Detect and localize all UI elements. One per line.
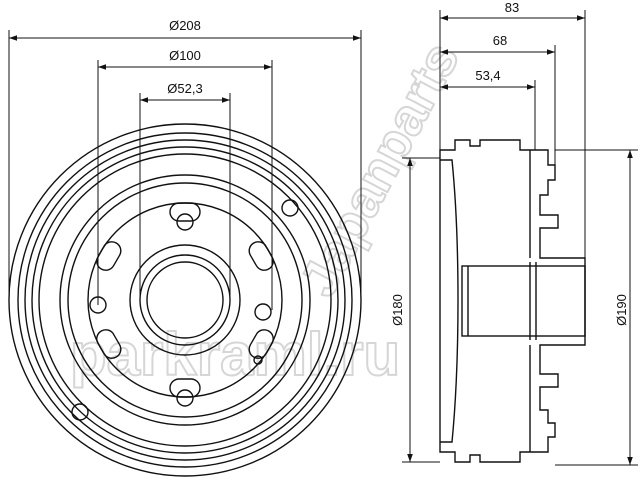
- bolt-hole: [176, 213, 194, 231]
- dim-label-bolt-circle: Ø100: [169, 48, 201, 63]
- threaded-hole-top-right: [281, 199, 299, 217]
- drum-ring-5: [38, 153, 332, 447]
- bolt-hole: [176, 389, 194, 407]
- drum-ring-4: [31, 146, 339, 454]
- bolt-hole: [253, 355, 263, 365]
- drum-side-outline: [439, 139, 586, 463]
- hub-slots: [96, 202, 274, 398]
- hub-body: [461, 265, 586, 337]
- drum-face-edge: [59, 174, 311, 426]
- watermark-site-text: parkraml.ru: [70, 321, 400, 388]
- dim-label-side-outer-diameter: Ø190: [614, 294, 629, 326]
- watermark: parkraml.ru Japanparts: [69, 32, 472, 389]
- front-view: [8, 30, 362, 477]
- dim-label-center-bore: Ø52,3: [167, 81, 202, 96]
- bolt-holes: [89, 213, 272, 407]
- bolt-hole: [254, 303, 272, 321]
- side-view: [402, 10, 638, 466]
- center-bore-flange: [129, 244, 241, 356]
- dim-label-hub-height: 68: [493, 33, 507, 48]
- center-bore-inner: [146, 261, 224, 339]
- drum-inner-wall: [440, 159, 459, 443]
- drum-ring-3: [24, 139, 346, 461]
- drum-face-inner: [67, 182, 303, 418]
- dim-label-outer-diameter: Ø208: [169, 18, 201, 33]
- threaded-hole-bottom-left: [71, 403, 89, 421]
- dim-label-overall-height: 83: [505, 0, 519, 15]
- drum-ring-2: [17, 132, 353, 468]
- dim-label-braking-diameter: Ø180: [390, 294, 405, 326]
- drum-outer-edge: [8, 123, 362, 477]
- dim-label-flange-height: 53,4: [475, 68, 500, 83]
- watermark-brand-text: Japanparts: [289, 33, 470, 305]
